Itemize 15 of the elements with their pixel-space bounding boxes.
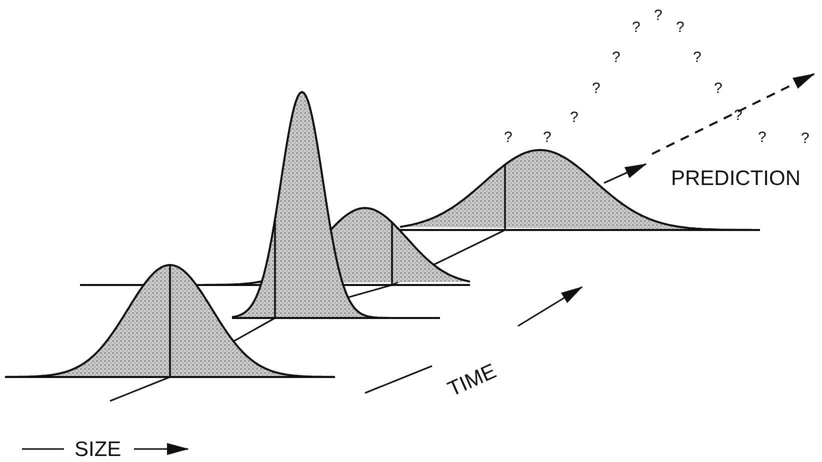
question-mark-label: ? [612, 50, 620, 64]
question-mark-label: ? [504, 130, 512, 144]
question-mark-label: ? [632, 20, 640, 34]
question-mark-label: ? [592, 80, 600, 96]
prediction-label: PREDICTION [671, 168, 801, 188]
question-mark-label: ? [570, 110, 578, 124]
question-mark-label: ? [676, 20, 684, 34]
question-mark-label: ? [543, 130, 552, 144]
question-mark-label: ? [654, 8, 662, 22]
question-mark-label: ? [693, 50, 702, 64]
question-mark-label: ? [714, 80, 722, 96]
question-mark-label: ? [801, 130, 810, 146]
axis-label: TIME [444, 360, 500, 400]
question-mark-label: ? [758, 130, 766, 144]
axis-label: SIZE [74, 438, 122, 460]
